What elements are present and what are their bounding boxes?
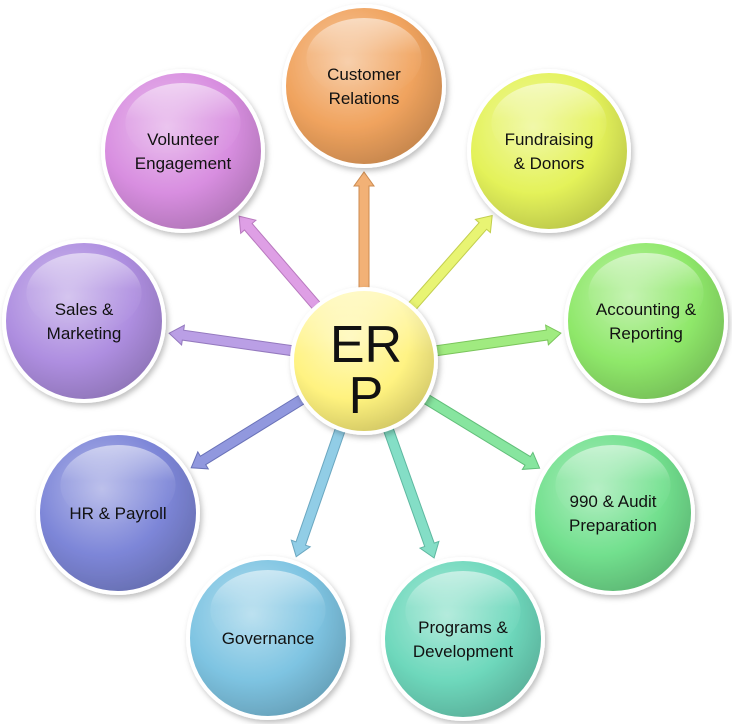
arrows-layer	[168, 171, 562, 559]
node-gloss-volunteer-engagement	[125, 83, 241, 163]
node-label-volunteer-engagement-line1: Volunteer	[147, 130, 219, 149]
arrow-to-programs-development	[381, 422, 440, 559]
node-sales-marketing: Sales & Marketing	[2, 239, 166, 403]
arrow-to-accounting-reporting	[430, 324, 562, 357]
arrow-to-customer-relations	[353, 171, 375, 294]
erp-label-line2: P	[349, 367, 384, 425]
center-node: ER P	[290, 287, 438, 435]
node-gloss-governance	[210, 570, 326, 650]
node-label-customer-relations-line1: Customer	[327, 65, 401, 84]
node-programs-development: Programs & Development	[381, 557, 545, 721]
node-label-audit-preparation-line1: 990 & Audit	[570, 492, 657, 511]
node-gloss-sales-marketing	[26, 253, 142, 333]
node-label-programs-development-line1: Programs &	[418, 618, 508, 637]
node-governance: Governance	[186, 556, 350, 720]
node-label-fundraising-donors-line1: Fundraising	[505, 130, 594, 149]
node-label-customer-relations-line2: Relations	[329, 89, 400, 108]
node-fundraising-donors: Fundraising & Donors	[467, 69, 631, 233]
node-label-accounting-reporting-line2: Reporting	[609, 324, 683, 343]
arrow-to-fundraising-donors	[404, 214, 493, 315]
node-label-sales-marketing-line2: Marketing	[47, 324, 122, 343]
node-label-volunteer-engagement-line2: Engagement	[135, 154, 232, 173]
node-gloss-fundraising-donors	[491, 83, 607, 163]
node-label-governance-line1: Governance	[222, 629, 315, 648]
node-gloss-accounting-reporting	[588, 253, 704, 333]
node-label-programs-development-line2: Development	[413, 642, 513, 661]
node-gloss-audit-preparation	[555, 445, 671, 525]
node-label-sales-marketing-line1: Sales &	[55, 300, 114, 319]
arrow-to-volunteer-engagement	[238, 215, 325, 314]
node-gloss-hr-payroll	[60, 445, 176, 525]
arrow-to-hr-payroll	[190, 391, 310, 470]
node-label-hr-payroll-line1: HR & Payroll	[69, 504, 166, 523]
arrow-to-audit-preparation	[418, 391, 541, 470]
arrow-to-governance	[290, 422, 348, 558]
erp-label-line1: ER	[330, 316, 402, 374]
node-accounting-reporting: Accounting & Reporting	[564, 239, 728, 403]
node-label-accounting-reporting-line1: Accounting &	[596, 300, 697, 319]
node-gloss-customer-relations	[306, 18, 422, 98]
node-gloss-programs-development	[405, 571, 521, 651]
erp-center-gloss	[292, 289, 436, 433]
node-hr-payroll: HR & Payroll	[36, 431, 200, 595]
node-label-fundraising-donors-line2: & Donors	[514, 154, 585, 173]
node-label-audit-preparation-line2: Preparation	[569, 516, 657, 535]
arrow-to-sales-marketing	[168, 324, 298, 357]
